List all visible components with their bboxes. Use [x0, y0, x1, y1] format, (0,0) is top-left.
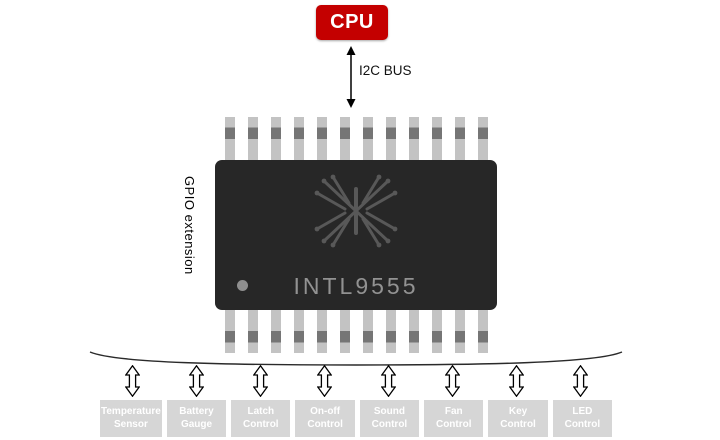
- double-arrow-icon: [124, 365, 140, 397]
- peripheral-box: On-off Control: [295, 400, 355, 437]
- chip-pin: [362, 309, 373, 353]
- chip-pin: [431, 309, 442, 353]
- double-arrow-icon: [316, 365, 332, 397]
- peripheral-box: Fan Control: [424, 400, 484, 437]
- chip-pin: [247, 309, 258, 353]
- double-arrow-icon: [188, 365, 204, 397]
- peripheral-arrow: [292, 365, 356, 398]
- peripheral-box: Temperature Sensor: [100, 400, 162, 437]
- chip-pin: [224, 309, 235, 353]
- peripheral-label: Battery Gauge: [179, 406, 214, 430]
- double-arrow-icon: [572, 365, 588, 397]
- peripheral-arrow: [100, 365, 164, 398]
- double-arrow-icon: [444, 365, 460, 397]
- chip-pin: [408, 117, 419, 161]
- double-arrow-icon: [380, 365, 396, 397]
- gpio-extension-label: GPIO extension: [182, 176, 197, 275]
- chip-pin: [339, 309, 350, 353]
- chip-pin: [270, 309, 281, 353]
- chip-pin: [477, 309, 488, 353]
- chip-pins-top: [218, 117, 494, 161]
- peripheral-box: Sound Control: [359, 400, 420, 437]
- peripheral-arrow: [484, 365, 548, 398]
- chip-logo-icon: [314, 174, 398, 248]
- peripheral-label: Sound Control: [371, 406, 408, 430]
- peripheral-label: Key Control: [500, 406, 536, 430]
- chip-pin: [362, 117, 373, 161]
- i2c-bus-label: I2C BUS: [359, 63, 412, 78]
- chip-pins-bottom: [218, 309, 494, 353]
- double-arrow-icon: [508, 365, 524, 397]
- chip-pin: [316, 309, 327, 353]
- chip-pin: [270, 117, 281, 161]
- chip-pin: [454, 117, 465, 161]
- peripheral-arrow: [164, 365, 228, 398]
- peripheral-arrow: [356, 365, 420, 398]
- cpu-label: CPU: [330, 11, 374, 33]
- chip-pin: [431, 117, 442, 161]
- fanout-brace: [89, 351, 623, 366]
- peripheral-label: Fan Control: [435, 406, 472, 430]
- chip-pin: [316, 117, 327, 161]
- chip-pin: [339, 117, 350, 161]
- peripheral-arrow: [548, 365, 612, 398]
- peripheral-box: LED Control: [552, 400, 613, 437]
- peripheral-arrows-row: [100, 365, 612, 398]
- chip-pin: [408, 309, 419, 353]
- chip-pin: [454, 309, 465, 353]
- peripheral-boxes-row: Temperature Sensor Battery Gauge Latch C…: [100, 400, 613, 437]
- chip-pin: [247, 117, 258, 161]
- peripheral-label: On-off Control: [307, 406, 343, 430]
- i2c-bus-arrow-icon: [346, 46, 356, 108]
- chip-pin: [293, 117, 304, 161]
- peripheral-box: Key Control: [488, 400, 548, 437]
- peripheral-box: Battery Gauge: [166, 400, 227, 437]
- cpu-box: CPU: [316, 5, 388, 40]
- chip-pin: [385, 309, 396, 353]
- peripheral-arrow: [420, 365, 484, 398]
- peripheral-arrow: [228, 365, 292, 398]
- chip-pin: [224, 117, 235, 161]
- pin1-indicator-dot: [237, 280, 248, 291]
- double-arrow-icon: [252, 365, 268, 397]
- chip-pin: [477, 117, 488, 161]
- peripheral-label: Latch Control: [243, 406, 279, 430]
- peripheral-label: LED Control: [564, 406, 601, 430]
- chip-part-number: INTL9555: [293, 273, 419, 299]
- peripheral-label: Temperature Sensor: [101, 406, 161, 430]
- peripheral-box: Latch Control: [231, 400, 291, 437]
- chip-pin: [293, 309, 304, 353]
- chip-pin: [385, 117, 396, 161]
